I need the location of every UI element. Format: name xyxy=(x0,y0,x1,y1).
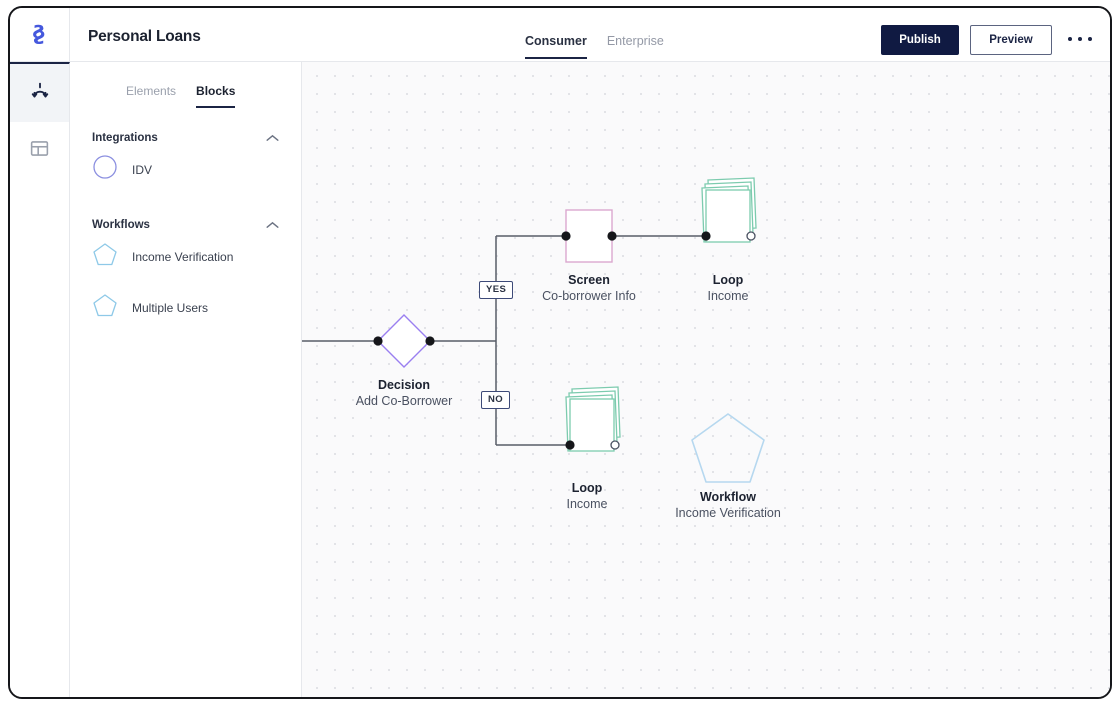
panel-tabs: Elements Blocks xyxy=(70,62,301,108)
chevron-up-icon[interactable] xyxy=(266,132,279,144)
workflow-pentagon[interactable] xyxy=(691,413,765,483)
blocks-panel: Elements Blocks Integrations IDV xyxy=(70,62,302,697)
chevron-up-icon[interactable] xyxy=(266,219,279,231)
group-workflows: Workflows Income Verification xyxy=(70,219,301,333)
circle-shape-icon xyxy=(92,154,118,185)
tab-blocks[interactable]: Blocks xyxy=(196,84,236,108)
group-integrations: Integrations IDV xyxy=(70,132,301,195)
node-decision[interactable] xyxy=(373,314,435,368)
rail-item-layout[interactable] xyxy=(10,122,69,180)
block-item-label: Multiple Users xyxy=(132,300,209,315)
port-out[interactable] xyxy=(610,440,620,450)
block-item-label: Income Verification xyxy=(132,249,234,264)
preview-button[interactable]: Preview xyxy=(970,25,1052,55)
layout-panel-icon xyxy=(29,138,50,164)
workspace-tabs: Consumer Enterprise xyxy=(525,34,664,59)
group-title-integrations: Integrations xyxy=(92,132,158,144)
tab-elements[interactable]: Elements xyxy=(126,84,177,98)
flow-branch-icon xyxy=(29,80,51,107)
group-header-integrations[interactable]: Integrations xyxy=(70,132,301,144)
port-out[interactable] xyxy=(607,231,617,241)
pentagon-shape-icon xyxy=(92,292,118,323)
page-title: Personal Loans xyxy=(88,28,201,45)
node-workflow[interactable] xyxy=(691,413,765,483)
node-screen[interactable] xyxy=(561,209,617,263)
rail-item-flow[interactable] xyxy=(10,64,69,122)
port-in[interactable] xyxy=(561,231,571,241)
port-out[interactable] xyxy=(425,336,435,346)
flow-canvas[interactable]: Decision Add Co-Borrower Screen Co-borro… xyxy=(302,62,1110,697)
block-item-label: IDV xyxy=(132,162,153,177)
node-loop-bottom[interactable] xyxy=(565,386,621,452)
flow-edges xyxy=(302,235,702,446)
tab-consumer[interactable]: Consumer xyxy=(525,34,587,59)
pentagon-shape-icon xyxy=(92,241,118,272)
block-item-multiple-users[interactable]: Multiple Users xyxy=(70,282,301,333)
decision-diamond[interactable] xyxy=(377,314,431,368)
edge-label-no[interactable]: NO xyxy=(481,391,511,409)
edge-label-yes[interactable]: YES xyxy=(479,281,514,299)
port-in[interactable] xyxy=(701,231,711,241)
ellipsis-icon[interactable] xyxy=(1066,30,1094,48)
port-out[interactable] xyxy=(746,231,756,241)
loop-card[interactable] xyxy=(705,189,751,243)
group-title-workflows: Workflows xyxy=(92,219,150,231)
port-in[interactable] xyxy=(565,440,575,450)
icon-rail xyxy=(10,62,70,697)
brand-logo[interactable]: § xyxy=(10,8,70,62)
screen-rect[interactable] xyxy=(565,209,613,263)
publish-button[interactable]: Publish xyxy=(881,25,959,55)
flow-graph xyxy=(302,177,765,483)
block-item-idv[interactable]: IDV xyxy=(70,144,301,195)
top-bar: § Personal Loans Consumer Enterprise Pub… xyxy=(10,8,1110,62)
node-loop-top[interactable] xyxy=(701,177,757,243)
loop-card[interactable] xyxy=(569,398,615,452)
brand-b-logo: § xyxy=(34,22,45,48)
port-in[interactable] xyxy=(373,336,383,346)
app-window: § Personal Loans Consumer Enterprise Pub… xyxy=(8,6,1112,699)
block-item-income-verification[interactable]: Income Verification xyxy=(70,231,301,282)
group-header-workflows[interactable]: Workflows xyxy=(70,219,301,231)
tab-enterprise[interactable]: Enterprise xyxy=(606,34,664,48)
